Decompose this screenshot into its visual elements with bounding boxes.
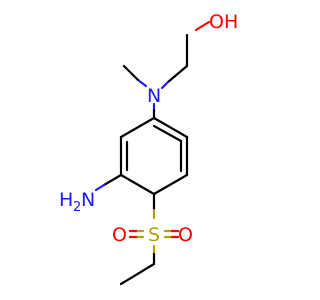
hydroxyl-label: OH [209,11,238,33]
sulfur-label: S [148,224,160,246]
bond-o-ch2 [194,20,211,32]
bond-ch2-n-tail [160,80,170,90]
bond-ring-nh2-tail [94,183,106,192]
ring-bond-4 [119,173,156,196]
bond-ch2-ch3 [119,262,156,286]
amino-hydrogen-label: H [59,189,73,211]
bond-ch2-n [166,64,189,84]
bond-n-methyl [122,64,140,82]
bond-ring-nh2 [102,173,123,187]
ring-double-1 [152,124,183,143]
bond-n-methyl-tail [136,78,148,88]
amine-nitrogen-label: N [147,85,161,107]
structural-formula: OH N H 2 N S O O [59,11,238,286]
amino-subscript-label: 2 [73,200,81,215]
ring-bond-3 [152,173,189,196]
ring-bond-6 [119,116,156,139]
sulfonyl-oxygen-left-label: O [112,224,127,246]
amino-nitrogen-label: N [81,189,95,211]
ring-bond-1 [152,116,189,139]
sulfonyl-oxygen-right-label: O [178,224,193,246]
